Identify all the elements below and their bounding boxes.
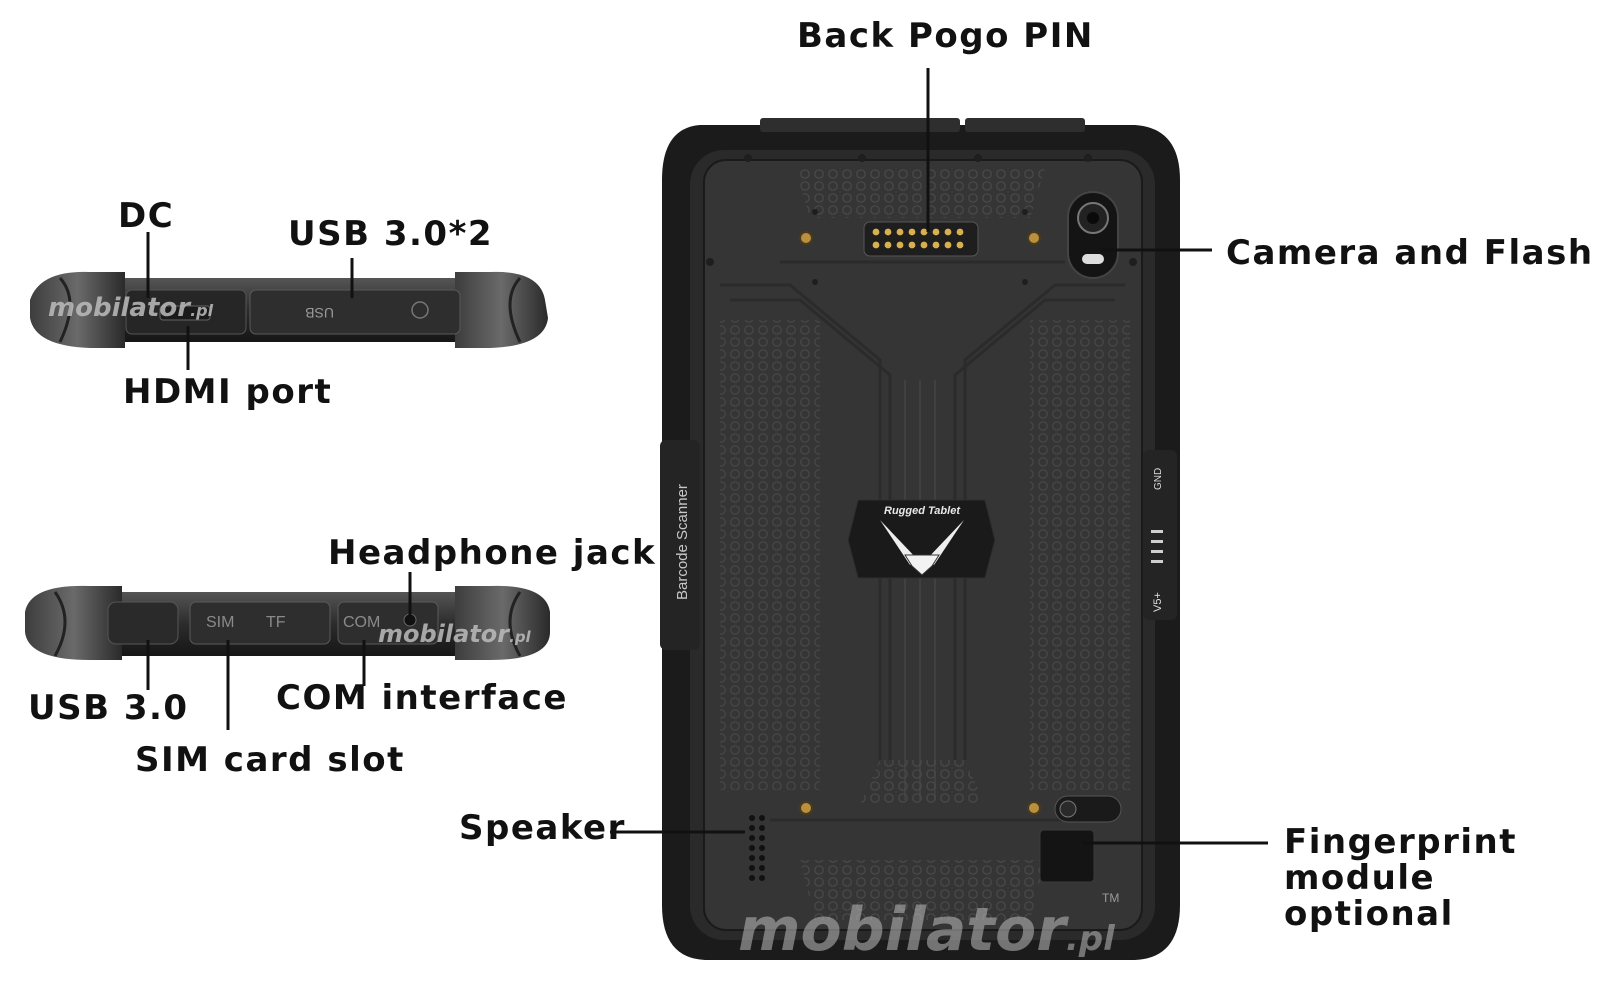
fingerprint-sensor — [1039, 829, 1095, 883]
tm-print: TM — [1102, 891, 1119, 905]
speaker-grille — [749, 815, 765, 881]
tablet-back — [660, 118, 1180, 960]
pogo-pins — [863, 221, 979, 257]
top-side-view — [30, 271, 548, 348]
label-usb-30-x2: USB 3.0*2 — [288, 214, 494, 254]
callout-lines — [146, 68, 1268, 845]
watermark-bottom-side: mobilator.pl — [378, 620, 532, 648]
logo-plate — [847, 499, 996, 579]
label-usb-30: USB 3.0 — [28, 688, 189, 728]
v5-print: V5+ — [1152, 592, 1164, 612]
watermark-top-side: mobilator.pl — [48, 293, 214, 323]
label-com-interface: COM interface — [276, 678, 568, 718]
label-fingerprint-line1: Fingerprint — [1284, 822, 1517, 862]
usb-port-print: USB — [305, 305, 334, 321]
label-fingerprint-line3: optional — [1284, 894, 1454, 934]
tf-port-print: TF — [266, 614, 286, 631]
bottom-side-view — [25, 585, 550, 660]
camera-module — [1067, 191, 1119, 279]
rugged-tablet-print: Rugged Tablet — [884, 505, 961, 517]
gnd-print: GND — [1153, 468, 1164, 490]
label-fingerprint-line2: module — [1284, 858, 1436, 898]
label-speaker: Speaker — [459, 808, 626, 848]
label-camera-flash: Camera and Flash — [1226, 233, 1594, 273]
com-port-print: COM — [343, 614, 380, 631]
label-sim-card-slot: SIM card slot — [135, 740, 405, 780]
label-dc: DC — [118, 196, 175, 236]
label-headphone-jack: Headphone jack — [328, 533, 657, 573]
watermark-tablet: mobilator.pl — [738, 895, 1116, 965]
label-hdmi-port: HDMI port — [123, 372, 333, 412]
device-print: Barcode Scanner Rugged Tablet GND V5+ TM… — [206, 305, 1164, 905]
sim-port-print: SIM — [206, 614, 234, 631]
label-back-pogo-pin: Back Pogo PIN — [797, 16, 1094, 56]
watermarks: mobilator.pl mobilator.pl mobilator.pl — [48, 293, 1116, 965]
label-fingerprint: Fingerprint module optional — [1284, 824, 1517, 932]
barcode-scanner-print: Barcode Scanner — [674, 484, 691, 600]
